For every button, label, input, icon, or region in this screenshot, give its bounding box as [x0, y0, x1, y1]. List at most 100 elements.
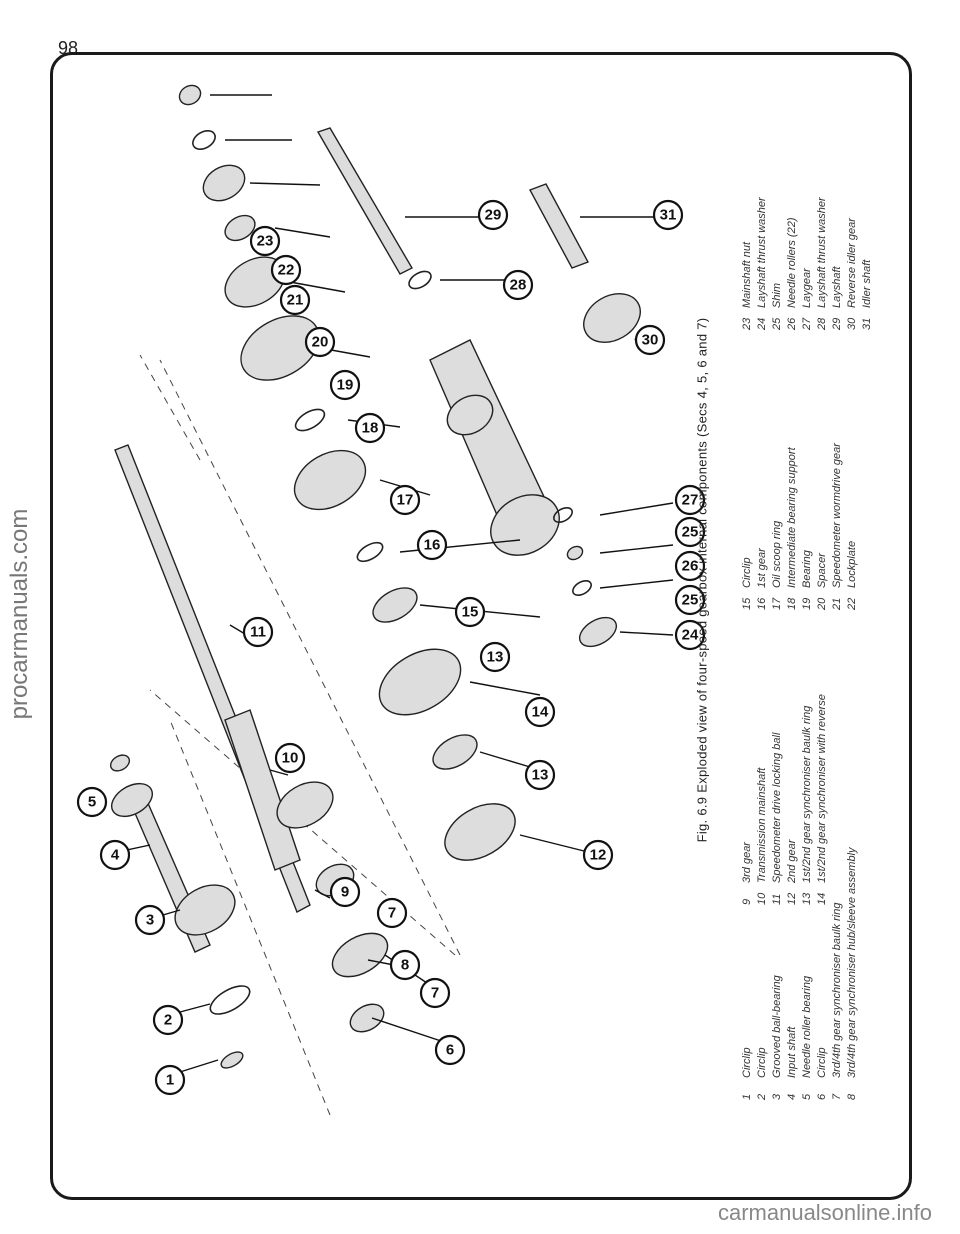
callout-15: 15	[454, 596, 486, 628]
callout-11: 11	[242, 616, 274, 648]
mainshaft	[114, 444, 311, 913]
svg-text:19: 19	[337, 377, 354, 394]
bottom-watermark: carmanualsonline.info	[717, 1200, 932, 1225]
svg-text:31: 31	[660, 207, 677, 224]
callout-23: 23	[249, 225, 281, 257]
svg-text:13: 13	[532, 767, 549, 784]
svg-text:2: 2	[164, 1012, 172, 1029]
callout-9: 9	[329, 876, 361, 908]
svg-text:23: 23	[257, 233, 274, 250]
svg-text:14: 14	[532, 704, 549, 721]
svg-text:8: 8	[401, 957, 409, 974]
svg-text:7: 7	[431, 985, 439, 1002]
callout-13a: 13	[524, 759, 556, 791]
callout-3: 3	[134, 904, 166, 936]
assembly-guide-lines	[139, 354, 461, 1116]
callout-24: 24	[674, 619, 706, 651]
layshaft	[316, 127, 413, 275]
svg-text:6: 6	[446, 1042, 454, 1059]
callout-8: 8	[389, 949, 421, 981]
svg-text:25: 25	[682, 592, 699, 609]
figure-frame	[50, 52, 912, 1200]
svg-text:5: 5	[88, 794, 96, 811]
svg-text:16: 16	[424, 537, 441, 554]
callout-29: 29	[477, 199, 509, 231]
callout-18: 18	[354, 412, 386, 444]
svg-text:11: 11	[250, 624, 266, 641]
callout-7a: 7	[419, 977, 451, 1009]
svg-text:28: 28	[510, 277, 527, 294]
callout-13b: 13	[479, 641, 511, 673]
svg-text:18: 18	[362, 420, 379, 437]
svg-text:30: 30	[642, 332, 659, 349]
svg-text:20: 20	[312, 334, 329, 351]
callout-7b: 7	[376, 897, 408, 929]
svg-text:29: 29	[485, 207, 502, 224]
svg-text:15: 15	[462, 604, 479, 621]
callout-25b: 25	[674, 516, 706, 548]
figure-caption: Fig. 6.9 Exploded view of four-speed gea…	[694, 317, 710, 843]
callout-20: 20	[304, 326, 336, 358]
callout-5: 5	[76, 786, 108, 818]
svg-text:17: 17	[397, 492, 414, 509]
laygear	[429, 339, 560, 556]
callout-1: 1	[154, 1064, 186, 1096]
callout-21: 21	[279, 284, 311, 316]
callout-17: 17	[389, 484, 421, 516]
callout-6: 6	[434, 1034, 466, 1066]
svg-text:4: 4	[111, 847, 120, 864]
callout-12: 12	[582, 839, 614, 871]
callout-2: 2	[152, 1004, 184, 1036]
callout-22: 22	[270, 254, 302, 286]
svg-text:22: 22	[278, 262, 295, 279]
svg-text:27: 27	[682, 492, 699, 509]
svg-text:9: 9	[341, 884, 349, 901]
callout-4: 4	[99, 839, 131, 871]
svg-text:10: 10	[282, 750, 299, 767]
svg-text:25: 25	[682, 524, 699, 541]
callout-14: 14	[524, 696, 556, 728]
callout-30: 30	[634, 324, 666, 356]
callout-31: 31	[652, 199, 684, 231]
svg-text:7: 7	[388, 905, 396, 922]
callout-25a: 25	[674, 584, 706, 616]
idler-shaft	[529, 183, 589, 269]
svg-text:3: 3	[146, 912, 154, 929]
svg-text:12: 12	[590, 847, 607, 864]
callout-19: 19	[329, 369, 361, 401]
callout-28: 28	[502, 269, 534, 301]
svg-text:24: 24	[682, 627, 699, 644]
callout-10: 10	[274, 742, 306, 774]
callout-27: 27	[674, 484, 706, 516]
svg-text:1: 1	[166, 1072, 174, 1089]
gear-parts	[109, 84, 641, 1069]
svg-text:13: 13	[487, 649, 504, 666]
